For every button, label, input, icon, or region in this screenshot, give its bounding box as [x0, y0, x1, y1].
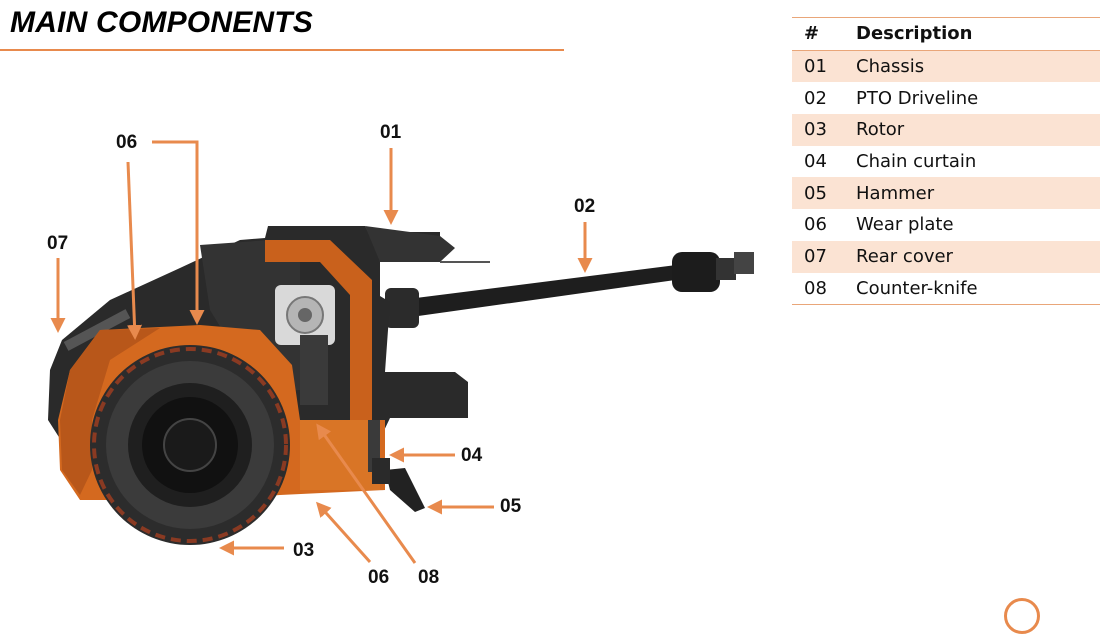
- table-row: 08 Counter-knife: [792, 273, 1100, 305]
- row-number: 05: [804, 182, 827, 204]
- row-description: Counter-knife: [856, 277, 978, 299]
- row-number: 01: [804, 56, 827, 78]
- row-description: Rear cover: [856, 246, 953, 268]
- row-number: 02: [804, 87, 827, 109]
- callout-06-top: 06: [116, 132, 137, 153]
- callout-01: 01: [380, 122, 402, 143]
- callout-07: 07: [47, 233, 68, 254]
- arrow-08: [316, 423, 417, 564]
- row-description: Chassis: [856, 56, 925, 78]
- header-description: Description: [856, 23, 973, 45]
- arrow-06-top: [152, 140, 205, 325]
- rotor: [90, 345, 290, 545]
- page-title: MAIN COMPONENTS: [10, 6, 313, 39]
- row-number: 08: [804, 277, 827, 299]
- callout-05: 05: [500, 496, 522, 517]
- callout-04: 04: [461, 445, 483, 466]
- row-description: Wear plate: [856, 214, 954, 236]
- header-number: #: [804, 23, 820, 45]
- callout-06-bottom: 06: [368, 567, 389, 588]
- callout-03: 03: [293, 540, 314, 561]
- table-row: 04 Chain curtain: [792, 146, 1100, 178]
- title-underline: [0, 49, 564, 51]
- row-description: Chain curtain: [856, 151, 977, 173]
- callout-08: 08: [418, 567, 439, 588]
- arrow-06-bottom: [315, 501, 372, 564]
- table-row: 03 Rotor: [792, 114, 1100, 146]
- row-number: 03: [804, 119, 827, 141]
- table-row: 06 Wear plate: [792, 209, 1100, 241]
- table-row: 05 Hammer: [792, 177, 1100, 210]
- callout-arrows: [50, 140, 593, 564]
- row-description: Hammer: [856, 182, 935, 204]
- machine-diagram: 01 02 03 04 05 06 06 07 08: [47, 122, 754, 588]
- row-number: 04: [804, 151, 827, 173]
- table-row: 02 PTO Driveline: [792, 82, 1100, 114]
- table-header-row: # Description: [792, 17, 1100, 51]
- pto-driveline: [385, 252, 754, 328]
- row-description: Rotor: [856, 119, 905, 141]
- table-row: 01 Chassis: [792, 50, 1100, 83]
- arrow-06-left: [126, 161, 143, 340]
- hammer: [385, 468, 425, 512]
- decorative-circle-icon: [1004, 598, 1040, 634]
- row-description: PTO Driveline: [856, 87, 979, 109]
- row-number: 07: [804, 246, 827, 268]
- table-row: 07 Rear cover: [792, 240, 1100, 273]
- callout-02: 02: [574, 196, 595, 217]
- chain-curtain: [368, 420, 390, 484]
- row-number: 06: [804, 214, 827, 236]
